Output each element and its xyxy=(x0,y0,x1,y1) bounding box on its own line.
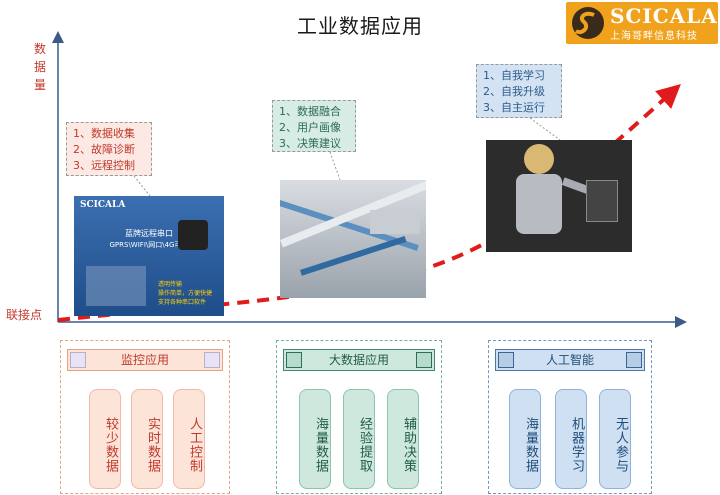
panel-card: 实时数据 xyxy=(131,389,163,489)
panel-heading: 监控应用 xyxy=(120,353,169,367)
header-square-icon xyxy=(204,352,220,368)
logo-subtitle: 上海哥畔信息科技 xyxy=(610,31,698,42)
note-item: 1、数据融合 xyxy=(279,105,341,118)
panel-heading: 人工智能 xyxy=(545,353,594,367)
robot-image xyxy=(486,140,632,252)
serial-device-image: SCICALA 蓝牌远程串口 GPRS\WIFI\网口\4G可选 透明传输 操作… xyxy=(74,196,224,316)
panel-card: 海量数据 xyxy=(509,389,541,489)
panel-card: 辅助决策 xyxy=(387,389,419,489)
image-heading: 蓝牌远程串口 xyxy=(125,229,173,238)
note-item: 2、故障诊断 xyxy=(73,143,135,156)
panel-card: 海量数据 xyxy=(299,389,331,489)
y-axis-label: 数据量 xyxy=(34,42,47,92)
panel-header: 大数据应用 xyxy=(283,349,435,371)
image-brand: SCICALA xyxy=(80,200,126,210)
note-item: 2、用户画像 xyxy=(279,121,341,134)
panel-card: 无人参与 xyxy=(599,389,631,489)
header-square-icon xyxy=(416,352,432,368)
header-square-icon xyxy=(286,352,302,368)
image-bullet: 支持各种串口软件 xyxy=(158,299,207,306)
panel-heading: 大数据应用 xyxy=(328,353,389,367)
connector-3 xyxy=(529,117,561,141)
note-item: 1、自我学习 xyxy=(483,69,545,82)
image-bullet: 操作简单，方便快捷 xyxy=(158,290,213,297)
factory-line-image xyxy=(280,180,426,298)
note-item: 3、自主运行 xyxy=(483,101,545,114)
note-item: 2、自我升级 xyxy=(483,85,545,98)
panel-monitoring: 监控应用 较少数据 实时数据 人工控制 xyxy=(60,340,230,494)
stage-2-notes: 1、数据融合 2、用户画像 3、决策建议 xyxy=(272,100,356,152)
note-item: 3、远程控制 xyxy=(73,159,135,172)
panel-card: 机器学习 xyxy=(555,389,587,489)
note-item: 3、决策建议 xyxy=(279,137,341,150)
image-bullet: 透明传输 xyxy=(158,281,183,288)
panel-card: 人工控制 xyxy=(173,389,205,489)
header-square-icon xyxy=(498,352,514,368)
stage-3-notes: 1、自我学习 2、自我升级 3、自主运行 xyxy=(476,64,562,118)
logo-mark-icon xyxy=(572,7,604,39)
connector-1 xyxy=(133,175,151,197)
header-square-icon xyxy=(626,352,642,368)
note-item: 1、数据收集 xyxy=(73,127,135,140)
stage-1-notes: 1、数据收集 2、故障诊断 3、远程控制 xyxy=(66,122,152,176)
panel-card: 较少数据 xyxy=(89,389,121,489)
connector-2 xyxy=(329,151,341,181)
panel-big-data: 大数据应用 海量数据 经验提取 辅助决策 xyxy=(276,340,442,494)
panel-card: 经验提取 xyxy=(343,389,375,489)
logo-brand: SCICALA xyxy=(610,4,718,28)
page-title: 工业数据应用 xyxy=(297,14,423,38)
image-subheading: GPRS\WIFI\网口\4G可选 xyxy=(109,241,189,249)
panel-ai: 人工智能 海量数据 机器学习 无人参与 xyxy=(488,340,652,494)
company-logo: SCICALA 上海哥畔信息科技 xyxy=(566,2,718,44)
header-square-icon xyxy=(70,352,86,368)
panel-header: 监控应用 xyxy=(67,349,223,371)
origin-label: 联接点 xyxy=(6,308,43,322)
panel-header: 人工智能 xyxy=(495,349,645,371)
